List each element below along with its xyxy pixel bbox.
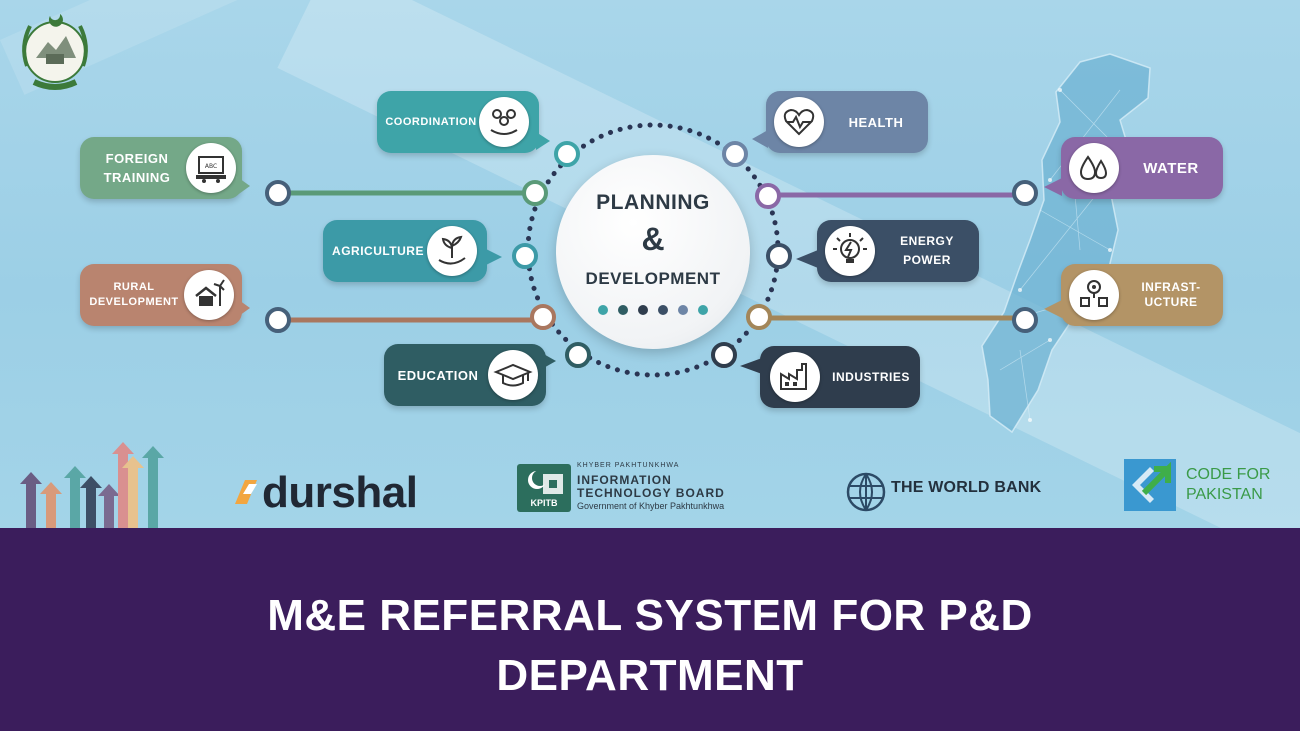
durshal-mark-icon (235, 480, 257, 504)
sector-label: WATER (1143, 159, 1199, 177)
kpitb-badge: KPITB (517, 464, 571, 512)
callout-pointer (796, 250, 818, 268)
sector-label: HEALTH (848, 114, 904, 130)
callout-pointer (1044, 300, 1062, 318)
rural-house-icon (184, 270, 234, 320)
sector-coordination: COORDINATION (377, 91, 539, 153)
callout-pointer (1044, 178, 1062, 196)
plant-icon (427, 226, 477, 276)
sector-foreign-training: FOREIGN TRAINING ABC (80, 137, 242, 199)
sector-label: RURAL DEVELOPMENT (89, 281, 179, 308)
hub-title-line3: DEVELOPMENT (585, 269, 721, 288)
sector-label: ENERGY POWER (900, 234, 954, 267)
graduation-cap-icon (488, 350, 538, 400)
world-bank-text: THE WORLD BANK (891, 479, 1042, 496)
kpitb-line3: Government of Khyber Pakhtunkhwa (577, 501, 725, 511)
growth-arrows-graphic (20, 442, 164, 528)
code-for-pakistan-line1: CODE FOR (1186, 466, 1271, 483)
sector-industries: INDUSTRIES (760, 346, 920, 408)
sector-energy-power: ENERGY POWER (817, 220, 979, 282)
sector-label: EDUCATION (397, 367, 479, 383)
sector-agriculture: AGRICULTURE (323, 220, 487, 282)
callout-pointer (740, 358, 762, 374)
hub-title-ampersand: & (641, 221, 665, 257)
infrastructure-icon (1069, 270, 1119, 320)
sector-label: INFRAST- UCTURE (1141, 280, 1201, 309)
kpitb-line1: INFORMATION (577, 473, 672, 487)
sector-label: FOREIGN TRAINING (103, 151, 171, 185)
sector-water: WATER (1061, 137, 1223, 199)
sector-education: EDUCATION (384, 344, 546, 406)
energy-bulb-icon (825, 226, 875, 276)
heart-icon (774, 97, 824, 147)
kpitb-emblem-icon (528, 470, 563, 494)
callout-pointer (536, 132, 550, 150)
coordination-icon (479, 97, 529, 147)
connector-lines (265, 122, 1038, 378)
sector-label: COORDINATION (385, 115, 477, 128)
code-for-pakistan-icon (1124, 459, 1176, 511)
sector-label: INDUSTRIES (832, 369, 910, 384)
partner-logos: durshal KPITB KHYBER PAKHTUNKHWA INFORMA… (0, 440, 1300, 528)
svg-text:ABC: ABC (205, 163, 217, 170)
hero-diagram-area: PLANNING & DEVELOPMENT FOREIGN TRAINING … (0, 0, 1300, 528)
callout-pointer (540, 352, 556, 370)
factory-icon (770, 352, 820, 402)
code-for-pakistan-line2: PAKISTAN (1186, 486, 1263, 503)
callout-pointer (236, 176, 250, 196)
sector-infrastructure: INFRAST- UCTURE (1061, 264, 1223, 326)
kpitb-badge-text: KPITB (530, 498, 558, 508)
government-emblem-icon (22, 14, 88, 90)
title-banner: M&E REFERRAL SYSTEM FOR P&D DEPARTMENT (0, 528, 1300, 731)
training-icon: ABC (186, 143, 236, 193)
durshal-logo: durshal (262, 468, 418, 517)
hub-dots (598, 305, 708, 315)
planning-development-hub: PLANNING & DEVELOPMENT (556, 155, 750, 349)
page-title: M&E REFERRAL SYSTEM FOR P&D DEPARTMENT (267, 591, 1033, 700)
sector-rural-development: RURAL DEVELOPMENT (80, 264, 242, 326)
callout-pointer (484, 248, 502, 266)
kpitb-line2: TECHNOLOGY BOARD (577, 486, 725, 500)
kpitb-province-text: KHYBER PAKHTUNKHWA (577, 462, 680, 469)
sector-health: HEALTH (766, 91, 928, 153)
callout-pointer (752, 130, 768, 148)
callout-pointer (236, 298, 250, 318)
water-drop-icon (1069, 143, 1119, 193)
world-bank-globe-icon (846, 472, 886, 512)
sector-label: AGRICULTURE (332, 243, 424, 258)
hub-title-line1: PLANNING (596, 191, 710, 214)
